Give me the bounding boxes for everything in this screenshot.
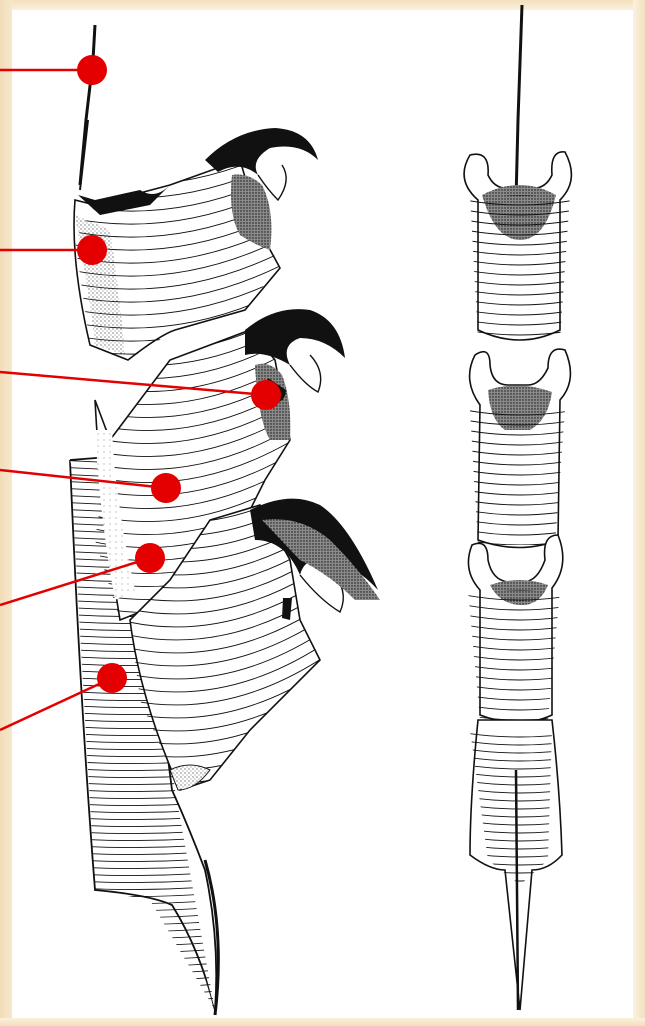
marker-6-dot[interactable] [97, 663, 127, 693]
marker-2-dot[interactable] [77, 235, 107, 265]
striation-line [60, 990, 230, 995]
lateral-apical-spine [80, 25, 95, 185]
dorsal-view [464, 5, 575, 1010]
lateral-view [0, 25, 380, 1015]
dorsal-segment-1 [464, 152, 575, 345]
marker-5-dot[interactable] [135, 543, 165, 573]
marker-1-dot[interactable] [77, 55, 107, 85]
dorsal-base [465, 720, 575, 1010]
striation-line [60, 983, 230, 988]
striation-line [60, 997, 230, 1002]
striation-line [60, 1004, 230, 1009]
marker-4-dot[interactable] [151, 473, 181, 503]
marker-3-dot[interactable] [251, 380, 281, 410]
dorsal-segment-3 [465, 535, 575, 730]
dorsal-segment-2 [465, 349, 575, 555]
